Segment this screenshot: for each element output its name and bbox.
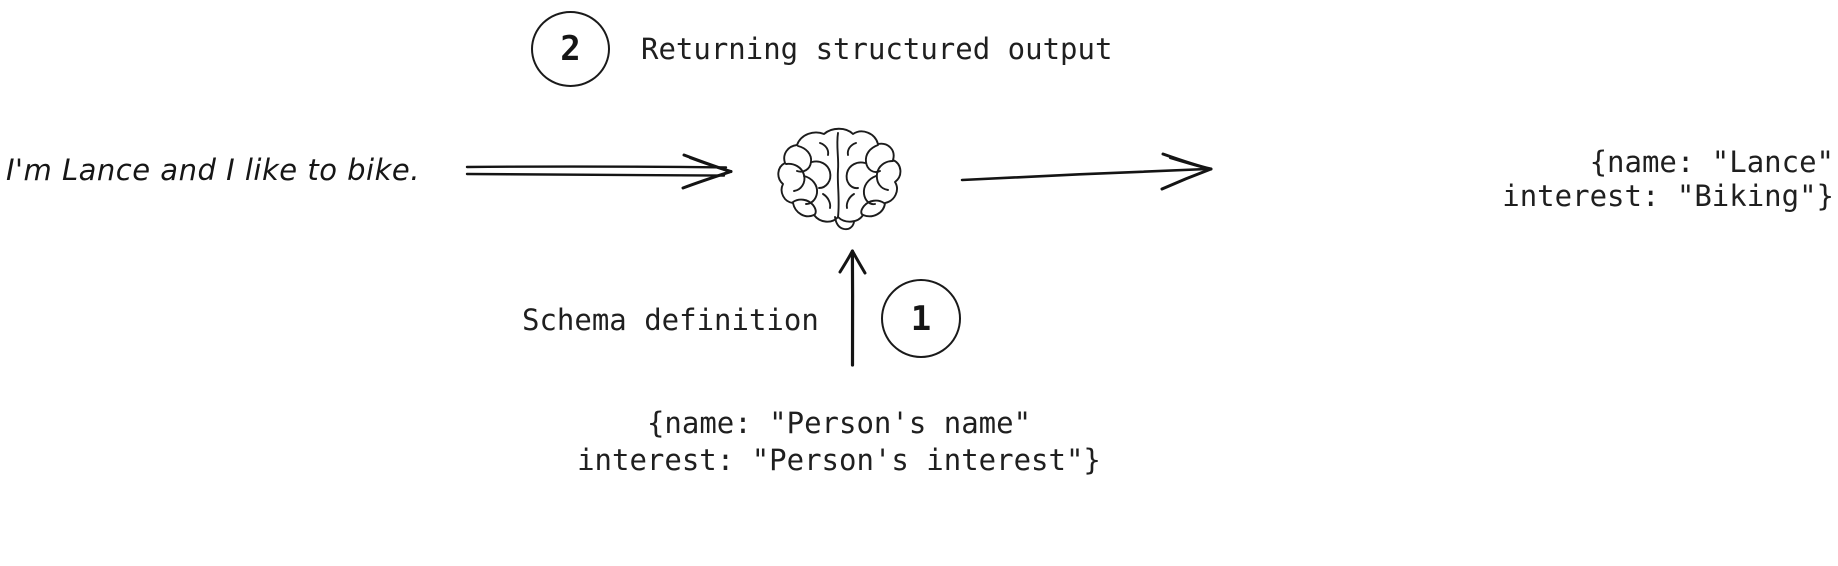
schema-definition-label: Schema definition — [522, 303, 819, 337]
schema-json-line-2: interest: "Person's interest"} — [577, 443, 1101, 477]
output-json-block: {name: "Lance" interest: "Biking"} — [1502, 145, 1834, 213]
step-1-badge: 1 — [881, 279, 961, 358]
input-to-brain-arrow — [465, 153, 733, 190]
step-2-badge: 2 — [531, 11, 610, 87]
schema-json-line-1: {name: "Person's name" — [646, 406, 1032, 440]
brain-to-output-arrow — [960, 152, 1213, 191]
input-text: I'm Lance and I like to bike. — [6, 153, 420, 187]
schema-json-block: {name: "Person's name" interest: "Person… — [0, 405, 1758, 479]
schema-to-brain-arrow — [838, 249, 867, 367]
output-json-line-2: interest: "Biking"} — [1502, 179, 1834, 213]
brain-icon — [777, 127, 902, 231]
step-2-label: Returning structured output — [641, 32, 1113, 66]
output-json-line-1: {name: "Lance" — [1589, 145, 1834, 179]
